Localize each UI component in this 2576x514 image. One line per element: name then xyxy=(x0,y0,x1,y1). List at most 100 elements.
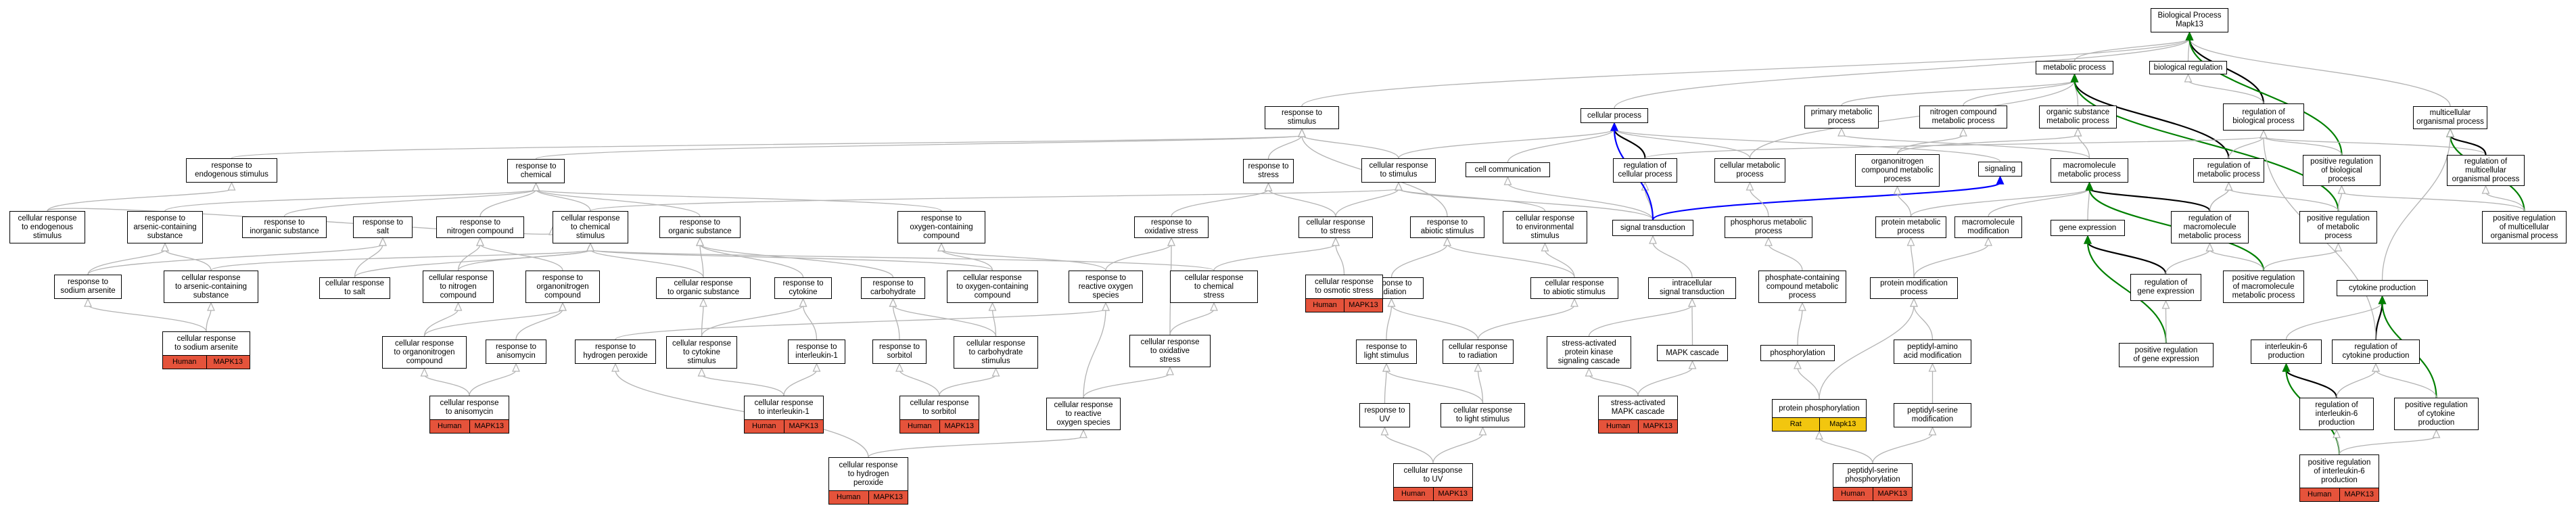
go-term-croxs[interactable]: cellular response to oxidative stress xyxy=(1129,335,1211,367)
go-term-crrad[interactable]: cellular response to radiation xyxy=(1443,340,1514,364)
go-term-rtil1[interactable]: response to interleukin-1 xyxy=(788,340,845,364)
edge-arrowhead xyxy=(1079,429,1087,438)
go-term-crtenv[interactable]: cellular response to environmental stimu… xyxy=(1503,211,1587,243)
go-term-pcmp[interactable]: phosphate-containing compound metabolic … xyxy=(1758,271,1846,303)
go-term-osmp[interactable]: organic substance metabolic process xyxy=(2039,106,2117,128)
go-term-bp[interactable]: Biological Process Mapk13 xyxy=(2151,8,2228,32)
go-term-ccom[interactable]: cell communication xyxy=(1466,162,1550,177)
go-term-phos[interactable]: phosphorylation xyxy=(1760,345,1835,361)
go-term-rmop[interactable]: regulation of multicellular organismal p… xyxy=(2447,155,2525,186)
go-term-ge[interactable]: gene expression xyxy=(2051,220,2125,236)
go-term-rthp[interactable]: response to hydrogen peroxide xyxy=(575,340,656,364)
go-term-rtasc[interactable]: response to arsenic-containing substance xyxy=(127,211,203,243)
go-term-crosub[interactable]: cellular response to organic substance xyxy=(656,277,751,299)
go-term-crocc[interactable]: cellular response to oxygen-containing c… xyxy=(947,271,1038,303)
go-term-rtros[interactable]: response to reactive oxygen species xyxy=(1069,271,1143,303)
go-term-rtcyt[interactable]: response to cytokine xyxy=(774,277,832,299)
go-term-st[interactable]: signal transduction xyxy=(1612,220,1693,236)
go-term-crcarb[interactable]: cellular response to carbohydrate stimul… xyxy=(954,336,1038,369)
go-term-cp[interactable]: cellular process xyxy=(1580,108,1648,123)
go-term-rtabs[interactable]: response to abiotic stimulus xyxy=(1410,216,1484,238)
edge-is-a xyxy=(2165,306,2167,344)
go-term-rtsa[interactable]: response to sodium arsenite xyxy=(54,275,122,299)
go-term-rmmp[interactable]: regulation of macromolecule metabolic pr… xyxy=(2171,211,2249,243)
go-term-pril6[interactable]: positive regulation of interleukin-6 pro… xyxy=(2299,454,2379,502)
go-term-rtoc[interactable]: response to organonitrogen compound xyxy=(525,271,600,303)
go-term-mop[interactable]: multicellular organismal process xyxy=(2413,106,2487,129)
go-term-cmp[interactable]: cellular metabolic process xyxy=(1714,158,1785,183)
go-term-crasc[interactable]: cellular response to arsenic-containing … xyxy=(164,271,258,303)
go-term-il6p[interactable]: interleukin-6 production xyxy=(2251,340,2322,364)
go-term-rtsalt[interactable]: response to salt xyxy=(353,216,413,238)
go-term-rtis[interactable]: response to inorganic substance xyxy=(242,216,327,238)
go-term-rbp[interactable]: regulation of biological process xyxy=(2223,103,2304,131)
go-term-crts[interactable]: cellular response to stimulus xyxy=(1361,158,1436,183)
go-term-ril6p[interactable]: regulation of interleukin-6 production xyxy=(2299,398,2374,430)
go-term-crabs[interactable]: cellular response to abiotic stimulus xyxy=(1530,277,1618,299)
go-term-rtcarb[interactable]: response to carbohydrate xyxy=(861,277,925,299)
go-term-crcyt[interactable]: cellular response to cytokine stimulus xyxy=(666,336,737,369)
go-term-rtc[interactable]: response to chemical xyxy=(507,159,565,183)
go-term-ist[interactable]: intracellular signal transduction xyxy=(1648,277,1736,299)
go-term-breg[interactable]: biological regulation xyxy=(2149,61,2227,74)
go-term-prge[interactable]: positive regulation of gene expression xyxy=(2119,343,2214,367)
go-term-croc[interactable]: cellular response to organonitrogen comp… xyxy=(382,336,467,369)
go-term-rtes[interactable]: response to endogenous stimulus xyxy=(186,158,277,183)
go-term-crcs[interactable]: cellular response to chemical stimulus xyxy=(553,211,628,243)
go-term-rge[interactable]: regulation of gene expression xyxy=(2130,274,2201,301)
go-term-pps[interactable]: peptidyl-serine modification xyxy=(1894,403,1971,427)
go-term-crtstress[interactable]: cellular response to stress xyxy=(1298,216,1373,238)
go-term-rcytp[interactable]: regulation of cytokine production xyxy=(2332,340,2420,364)
go-term-sapk[interactable]: stress-activated protein kinase signalin… xyxy=(1547,336,1631,369)
go-term-prbp[interactable]: positive regulation of biological proces… xyxy=(2303,155,2381,186)
go-term-phmp[interactable]: phosphorus metabolic process xyxy=(1725,216,1812,238)
go-term-pmodp[interactable]: protein modification process xyxy=(1870,277,1958,299)
go-term-rtls[interactable]: response to light stimulus xyxy=(1356,340,1417,364)
go-term-mmod[interactable]: macromolecule modification xyxy=(1954,216,2022,238)
go-term-crls[interactable]: cellular response to light stimulus xyxy=(1441,403,1525,427)
go-term-prmetp[interactable]: positive regulation of metabolic process xyxy=(2299,211,2377,243)
go-term-crsalt[interactable]: cellular response to salt xyxy=(319,277,390,299)
edge-regulates xyxy=(1652,181,2001,220)
go-term-rtnc[interactable]: response to nitrogen compound xyxy=(436,216,524,238)
go-term-ppaa[interactable]: peptidyl-amino acid modification xyxy=(1894,340,1971,364)
go-term-rtuv[interactable]: response to UV xyxy=(1359,403,1410,427)
go-term-prcytp[interactable]: positive regulation of cytokine producti… xyxy=(2394,398,2479,430)
go-term-rtani[interactable]: response to anisomycin xyxy=(486,340,546,364)
go-term-mp[interactable]: metabolic process xyxy=(2036,61,2113,74)
edge-is-a xyxy=(1390,243,1448,278)
go-term-ocmp[interactable]: organonitrogen compound metabolic proces… xyxy=(1855,154,1940,187)
go-term-crchem[interactable]: cellular response to chemical stress xyxy=(1170,271,1258,303)
go-term-prmp[interactable]: protein metabolic process xyxy=(1875,216,1946,238)
go-term-rcp[interactable]: regulation of cellular process xyxy=(1613,158,1677,183)
go-term-cytp[interactable]: cytokine production xyxy=(2337,280,2428,296)
go-term-prmmp[interactable]: positive regulation of macromolecule met… xyxy=(2223,271,2304,303)
go-term-mapkc[interactable]: MAPK cascade xyxy=(1657,345,1728,361)
go-term-cres[interactable]: cellular response to endogenous stimulus xyxy=(9,211,85,243)
go-term-mmp[interactable]: macromolecule metabolic process xyxy=(2051,158,2128,183)
go-term-rtoxs[interactable]: response to oxidative stress xyxy=(1134,216,1209,238)
go-term-rtocc[interactable]: response to oxygen-containing compound xyxy=(897,211,985,243)
go-term-pmop[interactable]: positive regulation of multicellular org… xyxy=(2482,211,2567,243)
go-term-ncmp[interactable]: nitrogen compound metabolic process xyxy=(1919,106,2007,128)
go-term-rtos[interactable]: response to organic substance xyxy=(659,216,741,238)
go-term-rtstress[interactable]: response to stress xyxy=(1243,159,1294,183)
go-term-rts[interactable]: response to stimulus xyxy=(1265,106,1339,129)
go-term-pmp[interactable]: primary metabolic process xyxy=(1804,106,1879,128)
go-term-crros[interactable]: cellular response to reactive oxygen spe… xyxy=(1046,398,1121,430)
go-term-crnc[interactable]: cellular response to nitrogen compound xyxy=(423,271,494,303)
go-term-rmp[interactable]: regulation of metabolic process xyxy=(2193,158,2264,183)
edge-is-a xyxy=(1896,192,1912,217)
go-term-sig[interactable]: signaling xyxy=(1978,162,2022,177)
go-term-rtsorb[interactable]: response to sorbitol xyxy=(872,340,927,364)
